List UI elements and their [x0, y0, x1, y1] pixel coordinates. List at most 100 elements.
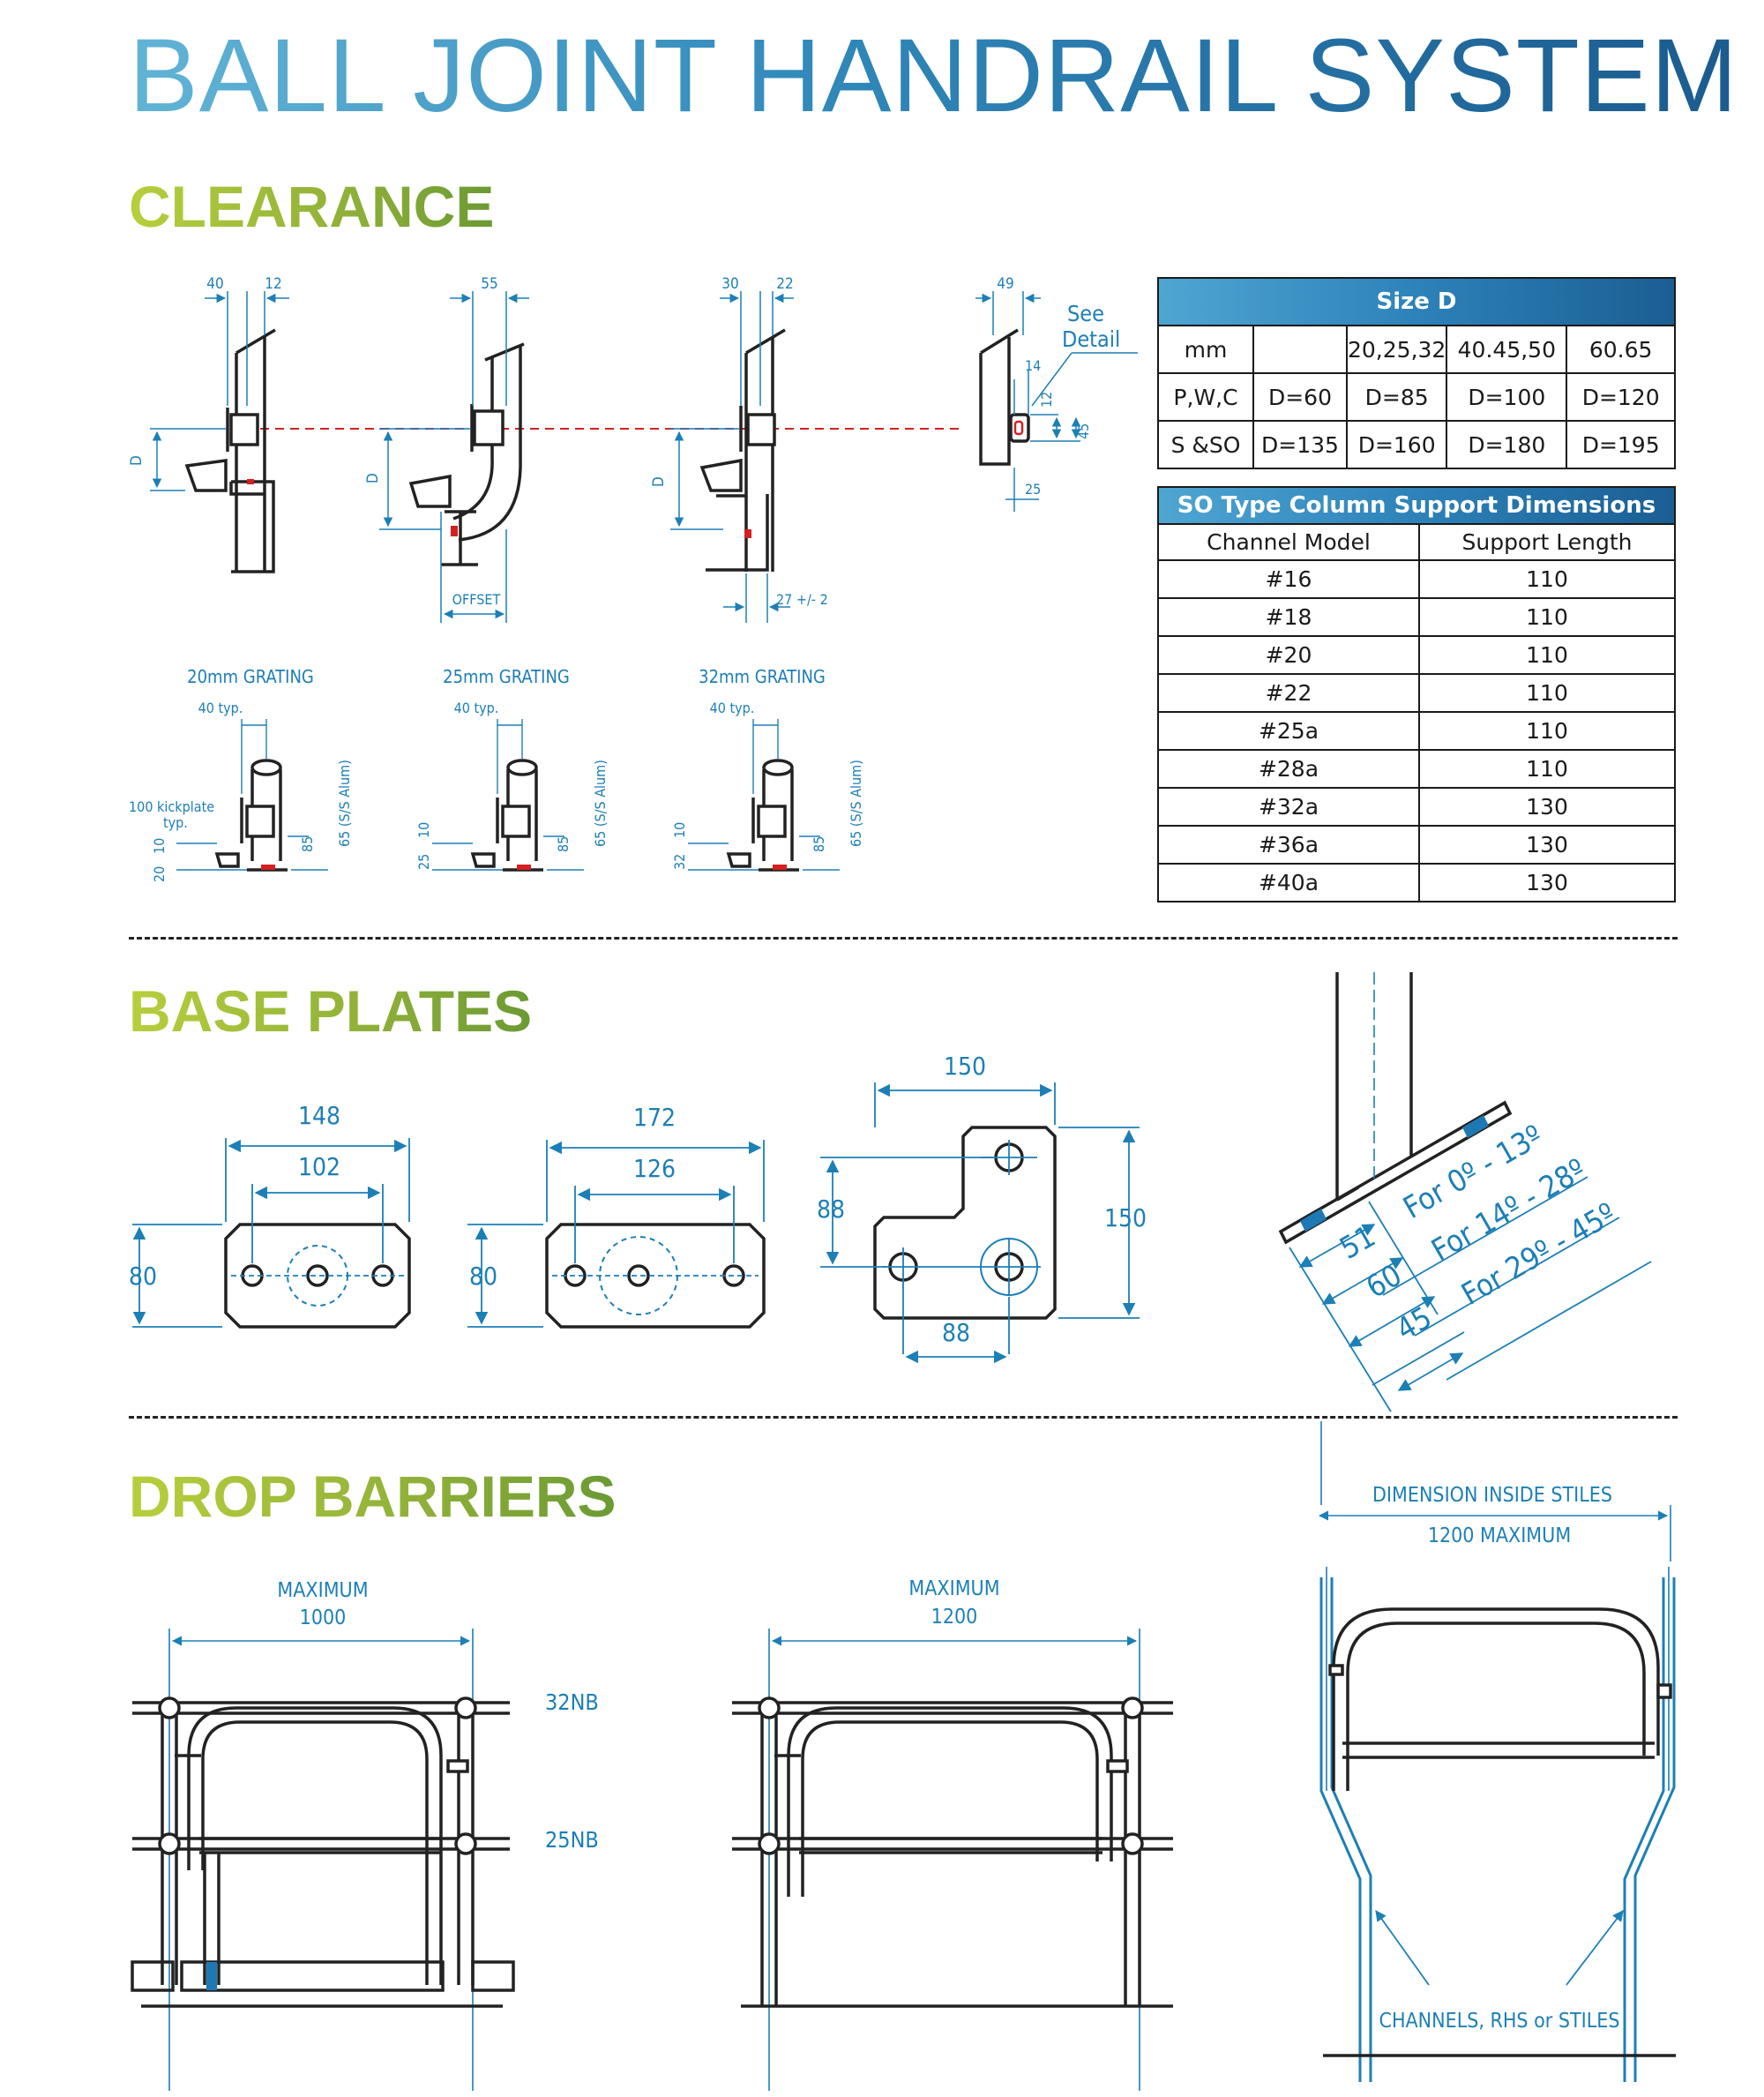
- table-cell: D=60: [1252, 372, 1348, 422]
- angled-base-plate: 51 60 45 For 0º - 13º For 14º - 28º For …: [1278, 972, 1652, 1412]
- table-cell: #18: [1157, 597, 1420, 637]
- dim-label: 172: [633, 1103, 676, 1132]
- dim-label: 12: [1038, 392, 1055, 408]
- table-cell: D=120: [1566, 372, 1676, 422]
- dim-label: D: [128, 455, 146, 466]
- table-cell: D=180: [1446, 420, 1568, 469]
- dim-label: 88: [942, 1318, 970, 1347]
- clearance-detail: 49 See Detail 14 12 45 25: [975, 275, 1138, 512]
- dim-label: 25: [415, 854, 432, 870]
- base-plates-heading: BASE PLATES: [129, 978, 533, 1044]
- dim-label: 22: [776, 275, 793, 293]
- table-cell: #22: [1157, 673, 1420, 713]
- drop-barrier-2: MAXIMUM 1200: [732, 1577, 1173, 2091]
- so-column-table: SO Type Column Support Dimensions Channe…: [1157, 486, 1676, 902]
- table-cell: #40a: [1157, 863, 1420, 902]
- dim-label: D: [364, 473, 382, 483]
- table-cell: #28a: [1157, 749, 1420, 789]
- dim-label: 65 (S/S Alum): [592, 760, 609, 847]
- dim-label: 60: [1361, 1258, 1409, 1306]
- clearance-drawing-b: 55 D OFFSET: [364, 275, 529, 623]
- maximum-value: 1200 MAXIMUM: [1428, 1524, 1571, 1547]
- base-plate-2: 172 126 80: [467, 1103, 766, 1329]
- table-header-row: Channel Model Support Length: [1157, 523, 1676, 561]
- table-cell: #25a: [1157, 711, 1420, 751]
- dim-label: 45: [1391, 1300, 1439, 1348]
- table-cell: 130: [1418, 863, 1676, 902]
- grating-32mm: 32mm GRATING 40 typ. 32 10 85 65 (S/S Al…: [671, 666, 864, 872]
- table-header: Channel Model: [1157, 523, 1420, 561]
- table-cell: 110: [1418, 559, 1676, 599]
- dim-label: 12: [265, 275, 281, 293]
- table-cell: #32a: [1157, 787, 1420, 827]
- grating-title: 32mm GRATING: [699, 666, 826, 687]
- dim-label: 85: [555, 836, 572, 852]
- dim-label: 14: [1025, 357, 1041, 374]
- table-cell: [1252, 325, 1348, 374]
- table-cell: 110: [1418, 711, 1676, 751]
- tolerance-label: 27 +/- 2: [776, 591, 828, 608]
- dim-label: 55: [481, 275, 497, 293]
- dim-label: 20: [151, 866, 168, 882]
- kickplate-label: 100 kickplate: [129, 798, 214, 815]
- dim-label: D: [650, 476, 668, 487]
- base-plate-1: 148 102 80: [129, 1101, 411, 1329]
- dim-label: 10: [151, 838, 168, 854]
- table-row: mm 20,25,32 40.45,50 60.65: [1157, 325, 1676, 374]
- dim-label: 148: [298, 1101, 340, 1130]
- pipe-size-label: 25NB: [545, 1827, 599, 1853]
- dim-label: 10: [671, 822, 688, 838]
- table-cell: 110: [1418, 749, 1676, 789]
- maximum-value: 1000: [300, 1606, 347, 1629]
- grating-20mm: 20mm GRATING 40 typ. 100 kickplate typ. …: [129, 666, 353, 882]
- maximum-label: MAXIMUM: [277, 1579, 368, 1602]
- grating-typ: 40 typ.: [198, 700, 243, 716]
- table-row: P,W,C D=60 D=85 D=100 D=120: [1157, 372, 1676, 422]
- dim-label: 88: [817, 1195, 845, 1224]
- clearance-drawing-c: 30 22 D 27 +/- 2: [650, 275, 828, 623]
- dim-label: 45: [1075, 423, 1092, 439]
- dim-label: 80: [469, 1262, 497, 1291]
- table-cell: D=135: [1252, 420, 1348, 469]
- grating-typ: 40 typ.: [454, 700, 499, 716]
- grating-title: 25mm GRATING: [443, 666, 570, 687]
- clearance-drawings: 40 12 D 55 D OFFSET: [128, 275, 1138, 882]
- table-cell: #20: [1157, 635, 1420, 675]
- see-detail-label: See: [1067, 301, 1104, 326]
- table-cell: S &SO: [1157, 420, 1254, 469]
- table-cell: D=195: [1566, 420, 1676, 469]
- dim-label: 25: [1025, 481, 1041, 498]
- base-plate-3: 150 150 88 88: [817, 1052, 1147, 1364]
- dim-label: 30: [721, 275, 738, 293]
- drop-barrier-1: MAXIMUM 1000: [131, 1579, 515, 2091]
- grating-25mm: 25mm GRATING 40 typ. 25 10 85 65 (S/S Al…: [415, 666, 609, 872]
- table-cell: D=85: [1345, 372, 1448, 422]
- dim-label: 102: [298, 1152, 340, 1181]
- dim-label: 126: [633, 1154, 676, 1183]
- dim-label: 40: [206, 275, 223, 293]
- drop-barrier-3: DIMENSION INSIDE STILES 1200 MAXIMUM: [1318, 1421, 1676, 2082]
- pipe-size-label: 32NB: [545, 1689, 599, 1715]
- table-cell: 130: [1418, 825, 1676, 865]
- dim-label: 49: [997, 275, 1013, 293]
- dimension-label: DIMENSION INSIDE STILES: [1372, 1484, 1612, 1507]
- dim-label: 150: [1104, 1203, 1147, 1232]
- clearance-drawing-a: 40 12 D: [128, 275, 289, 573]
- grating-title: 20mm GRATING: [187, 666, 314, 687]
- table-cell: 130: [1418, 787, 1676, 827]
- table-cell: 110: [1418, 673, 1676, 713]
- base-plates-drawings: 148 102 80 172 126 80: [129, 972, 1652, 1412]
- table-title: SO Type Column Support Dimensions: [1157, 486, 1676, 525]
- drop-barriers-heading: DROP BARRIERS: [129, 1464, 617, 1529]
- size-d-table: Size D mm 20,25,32 40.45,50 60.65 P,W,C …: [1157, 277, 1676, 469]
- table-cell: 110: [1418, 635, 1676, 675]
- table-cell: 60.65: [1566, 325, 1676, 374]
